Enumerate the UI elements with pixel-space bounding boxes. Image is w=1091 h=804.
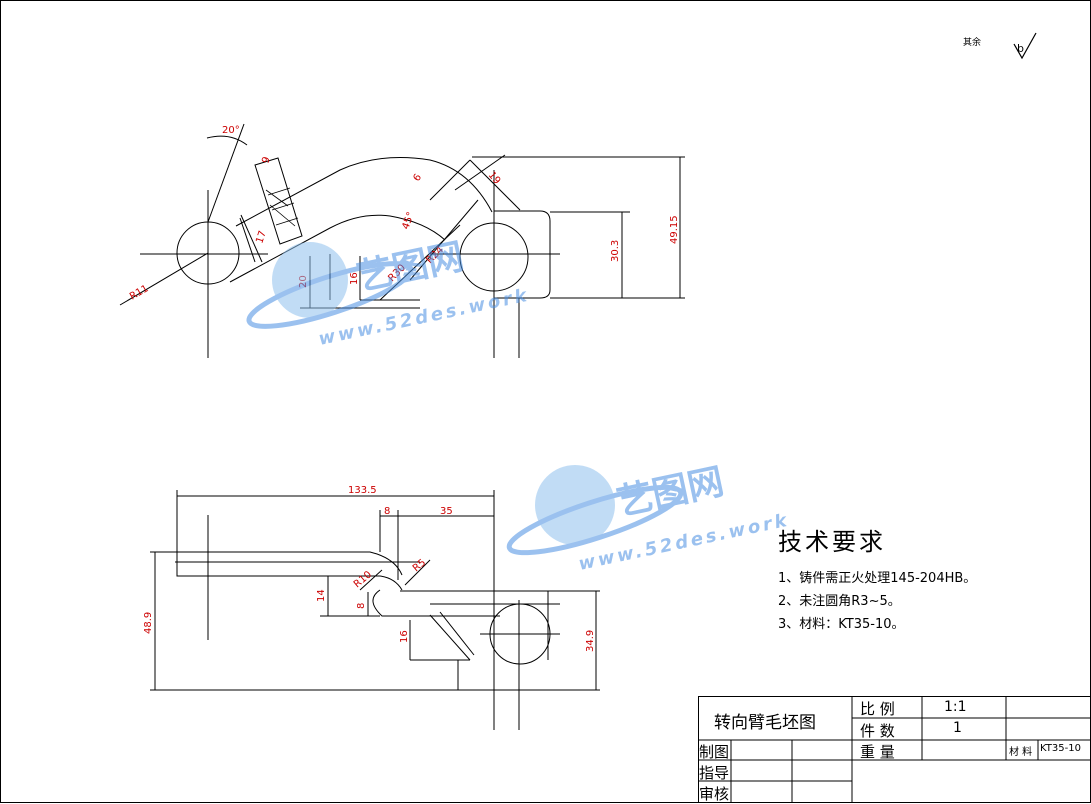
material-label: 材 料 [1009,747,1033,758]
drawing-name: 转向臂毛坯图 [714,713,816,733]
scale-value: 1:1 [944,699,967,715]
watermark-globe-icon [535,465,615,545]
dim-width-8-top: 8 [384,506,390,517]
tech-requirements: 技术要求 1、铸件需正火处理145-204HB。 2、未注圆角R3~5。 3、材… [778,522,976,636]
dim-width-35: 35 [440,506,453,517]
watermark-swoosh-icon [506,484,684,556]
dim-radius-r5: R5 [411,557,428,574]
watermark-top: 艺图网 www.52des.work [246,236,532,350]
dim-width-19: 19 [486,170,503,187]
leader-r10 [359,569,383,591]
dim-height-30-3: 30.3 [610,240,621,262]
svg-text:b: b [1017,42,1024,55]
quantity-label: 件 数 [860,722,895,740]
tech-requirement-item: 3、材料：KT35-10。 [778,617,905,632]
arm-lower-edge [229,214,446,283]
tech-requirement-item: 1、铸件需正火处理145-204HB。 [778,571,977,586]
arm-profile [372,589,500,617]
ext-line [454,154,506,191]
ext-line [239,217,256,263]
leader-r5 [404,559,431,586]
bottom-view [150,490,600,730]
dim-height-34-9: 34.9 [585,630,596,652]
dim-height-49-15: 49.15 [669,215,680,244]
roughness-symbol-icon: b [1013,32,1037,60]
ext-line [469,159,521,211]
dim-width-17: 17 [254,229,268,245]
watermark-brand: 艺图网 [613,461,727,524]
dim-angle-20: 20° [222,125,240,136]
angle-arc [206,135,248,146]
leader-r11 [119,252,209,306]
scale-label: 比 例 [860,700,895,718]
arm-profile [177,551,403,576]
watermark-globe-icon [272,242,348,318]
tech-requirement-item: 2、未注圆角R3~5。 [778,594,901,609]
drawn-label: 制图 [699,743,730,761]
surface-mark-label: 其余 [963,36,981,48]
rib-line [429,614,471,661]
review-label: 审核 [699,785,730,803]
leader-r24 [409,199,479,281]
ext-line [429,159,471,201]
arm-profile [457,659,470,690]
dim-width-9: 9 [260,155,272,164]
boss-outline [494,210,551,299]
dim-height-16-bottom: 16 [399,630,410,643]
ext-line [207,123,245,223]
dim-radius-r11: R11 [128,283,151,302]
ext-line [240,214,263,263]
guide-label: 指导 [699,764,730,782]
rib-section [254,157,303,245]
arm-profile [400,590,549,660]
dim-height-16-top: 16 [349,272,360,285]
weight-label: 重 量 [860,743,895,761]
rib-line [439,611,475,656]
arm-upper-edge [235,157,493,227]
watermark-bottom: 艺图网 www.52des.work [506,461,791,575]
dim-height-14: 14 [316,589,327,602]
material-value: KT35-10 [1040,743,1081,754]
dim-height-48-9: 48.9 [143,612,154,634]
dim-angle-45: 45° [400,211,416,231]
dim-width-6: 6 [411,172,424,184]
dim-height-8-bottom: 8 [356,603,367,609]
right-boss [459,222,529,292]
watermark-swoosh-icon [246,261,414,329]
quantity-value: 1 [953,720,962,736]
tech-requirements-title: 技术要求 [778,528,886,556]
watermark-brand: 艺图网 [353,236,467,299]
watermark-url: www.52des.work [317,285,532,350]
dim-length-133-5: 133.5 [348,485,377,496]
